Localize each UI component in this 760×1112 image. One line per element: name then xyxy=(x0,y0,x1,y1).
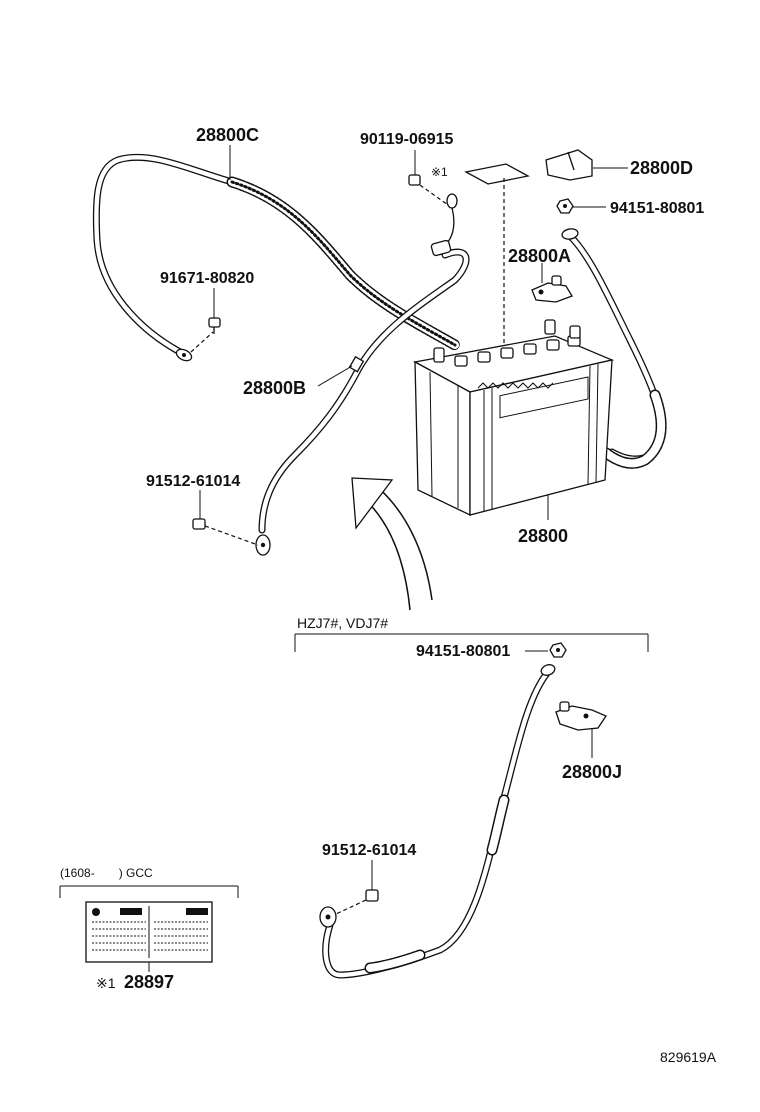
bolt-91512-61014-variant xyxy=(335,860,379,915)
label-90119-06915: 90119-06915 xyxy=(360,131,454,148)
label-note-range: (1608- ) GCC xyxy=(60,866,153,880)
label-sticker xyxy=(464,163,530,345)
cable-variant xyxy=(319,664,556,979)
battery-caps xyxy=(454,335,581,367)
label-91512-61014-variant: 91512-61014 xyxy=(322,842,416,859)
label-28800b: 28800B xyxy=(243,378,306,398)
caution-label-28897 xyxy=(85,901,213,972)
label-94151-80801-variant: 94151-80801 xyxy=(416,643,510,660)
label-28800j: 28800J xyxy=(562,762,622,782)
cable-28800c xyxy=(92,153,461,362)
label-caution-mark: ※1 xyxy=(96,975,116,991)
label-variant: HZJ7#, VDJ7# xyxy=(297,615,388,631)
label-28800a: 28800A xyxy=(508,246,571,266)
nut-94151-80801-variant xyxy=(525,642,567,658)
terminal-28800a xyxy=(531,263,573,303)
caution-label-bracket xyxy=(59,885,239,898)
label-91671-80820: 91671-80820 xyxy=(160,270,254,287)
direction-arrow xyxy=(351,477,433,611)
diagram-code: 829619A xyxy=(660,1049,717,1065)
battery-28800 xyxy=(413,319,615,520)
leader-lines xyxy=(199,145,353,519)
cable-positive-right xyxy=(561,228,667,469)
label-28800c: 28800C xyxy=(196,125,259,145)
label-94151-80801-top: 94151-80801 xyxy=(610,200,704,217)
label-91512-61014-upper: 91512-61014 xyxy=(146,473,240,490)
label-28897: 28897 xyxy=(124,972,174,992)
label-28800: 28800 xyxy=(518,526,568,546)
cover-28800d xyxy=(545,149,628,181)
label-mark-1: ※1 xyxy=(431,165,448,179)
cable-28800b xyxy=(255,239,470,556)
screw-90119-06915 xyxy=(408,150,458,243)
variant-bracket xyxy=(294,633,649,652)
terminal-28800j xyxy=(555,701,607,758)
bolt-91671-80820 xyxy=(190,317,221,353)
bolt-91512-61014-upper xyxy=(192,518,259,546)
label-28800d: 28800D xyxy=(630,158,693,178)
nut-94151-80801-top xyxy=(556,198,606,214)
